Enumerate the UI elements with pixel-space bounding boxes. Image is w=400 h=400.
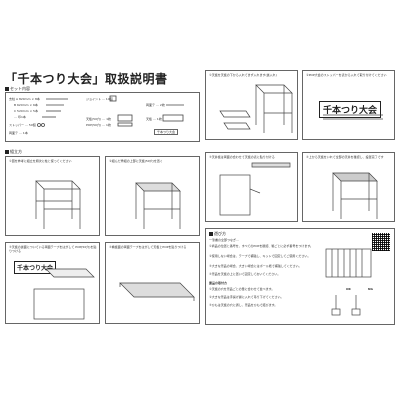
instruction-sheet: 「千本つり大会」取扱説明書 セット内容 支柱 A 820mm × 8本 B 62… [5, 70, 395, 325]
step-right-3-text: ③天井板は両面の合わせて天板の表に貼り付ける [209, 155, 275, 159]
page-title: 「千本つり大会」取扱説明書 [5, 72, 168, 86]
notes-line-4: ③大きな景品の場合、大きい場合にはボール紙で補強してください。 [209, 264, 302, 268]
ng-mark: NG [368, 287, 373, 291]
tips-line-2: ②大きな景品は手提げ袋に入れて吊り下げてください。 [209, 295, 284, 299]
step-right-3-box: ③天井板は両面の合わせて天板の表に貼り付ける [205, 152, 298, 222]
step-right-3-illustration [219, 162, 291, 216]
notes-box: 遊び方 一筆書の全部つなぎ... ①商品の位置と番号を、すべてのPOPを確認、箱… [205, 228, 395, 325]
part-sign-label: 千本つり大会 [154, 129, 179, 135]
part-double-tape: 両面テ … 2枚 [146, 103, 165, 107]
notes-header: 遊び方 [209, 231, 226, 237]
assembly-header: 組立方 [5, 149, 22, 155]
section-marker-icon [5, 150, 9, 154]
step-right-1-text: ①天板を天板の下から入れてまず入れます(裏入れ) [209, 73, 277, 77]
notes-line-5: ④景品を天板の上に置いて固定しておいてください。 [209, 272, 281, 276]
step-1-text: ①図を参考に組立を順次に柱と使ってください [9, 159, 72, 163]
step-3-box: ③天板の裏面についている両面テープをはがして POP(50穴)を貼りつける 千本… [5, 242, 100, 324]
notes-line-1: 一筆書の全部つなぎ... [209, 238, 239, 242]
step-2-box: ②組んだ骨組の上部に天板(50穴)を置く [105, 156, 200, 236]
part-pop: POP(50穴) … 1枚 [86, 123, 111, 127]
frame-illustration-1 [35, 180, 81, 229]
step-right-4-illustration [332, 172, 378, 219]
sign-illustration-top: 千本つり大会 [319, 101, 382, 118]
step-4-illustration [119, 282, 195, 301]
set-contents-header: セット内容 [5, 86, 30, 92]
frame-illustration-2 [135, 182, 181, 229]
step-right-1-box: ①天板を天板の下から入れてまず入れます(裏入れ) [205, 70, 298, 140]
tips-header: 景品の取付方 [209, 281, 228, 285]
parts-illustration [37, 95, 184, 127]
step-3-text: ③天板の裏面についている両面テープをはがして POP(50穴)を貼りつける [9, 245, 97, 254]
part-pipe-b: B 620mm × 6本 [14, 103, 38, 107]
sign-illustration-mid: 千本つり大会 [14, 261, 57, 274]
part-board: 天板(50穴) … 1枚 [86, 117, 111, 121]
part-stopper: ストッパー … 50個 [9, 123, 36, 127]
step-1-box: ①図を参考に組立を順次に柱と使ってください [5, 156, 100, 236]
step-right-2-box: ②POP大会のストッパーを表から入れて取り付けてください 千本つり大会 [302, 70, 395, 140]
section-marker-icon [5, 87, 9, 91]
notes-line-2: ①商品の位置と番号を、すべてのPOPを確認、箱ごとに必ず番号をつけます。 [209, 244, 314, 248]
step-right-4-box: ④上から天板をいれて全部の天井を確認し、設置完了です [302, 152, 395, 222]
part-base: 天板 … 1枚 [146, 117, 162, 121]
step-right-2-illustration [323, 114, 383, 120]
part-pipe-c: C 520mm × 5本 [14, 109, 38, 113]
part-joint: ジョイント … 10個 [86, 97, 113, 101]
step-4-text: ④看板面の両面テープをはがして天板とPOPを貼りつける [109, 245, 187, 249]
set-contents-box: 支柱 A 820mm × 8本 B 620mm × 6本 C 520mm × 5… [5, 92, 200, 142]
part-rod: … 印1本 [14, 115, 26, 119]
qr-code-icon [372, 233, 390, 251]
step-right-2-text: ②POP大会のストッパーを表から入れて取り付けてください [306, 73, 387, 77]
section-marker-icon [209, 232, 213, 236]
step-right-1-illustration [219, 84, 293, 133]
step-3-illustration [33, 268, 95, 320]
notes-line-3: ②使用しない場合は、テープで補強し、キットで固定してご使用ください。 [209, 254, 311, 258]
notes-illustration [325, 248, 372, 316]
tips-line-1: ①天板の穴を景品ごとの量に合わせて並べます。 [209, 287, 275, 291]
tips-line-3: ③ひもは天板の穴に通し、景品をひもで結びます。 [209, 303, 278, 307]
ok-mark: OK [346, 287, 351, 291]
part-tape: 両面テ … 1本 [9, 131, 28, 135]
step-2-text: ②組んだ骨組の上部に天板(50穴)を置く [109, 159, 163, 163]
step-4-box: ④看板面の両面テープをはがして天板とPOPを貼りつける [105, 242, 200, 324]
step-right-4-text: ④上から天板をいれて全部の天井を確認し、設置完了です [306, 155, 384, 159]
part-pipe-a: 支柱 A 820mm × 8本 [9, 97, 40, 101]
